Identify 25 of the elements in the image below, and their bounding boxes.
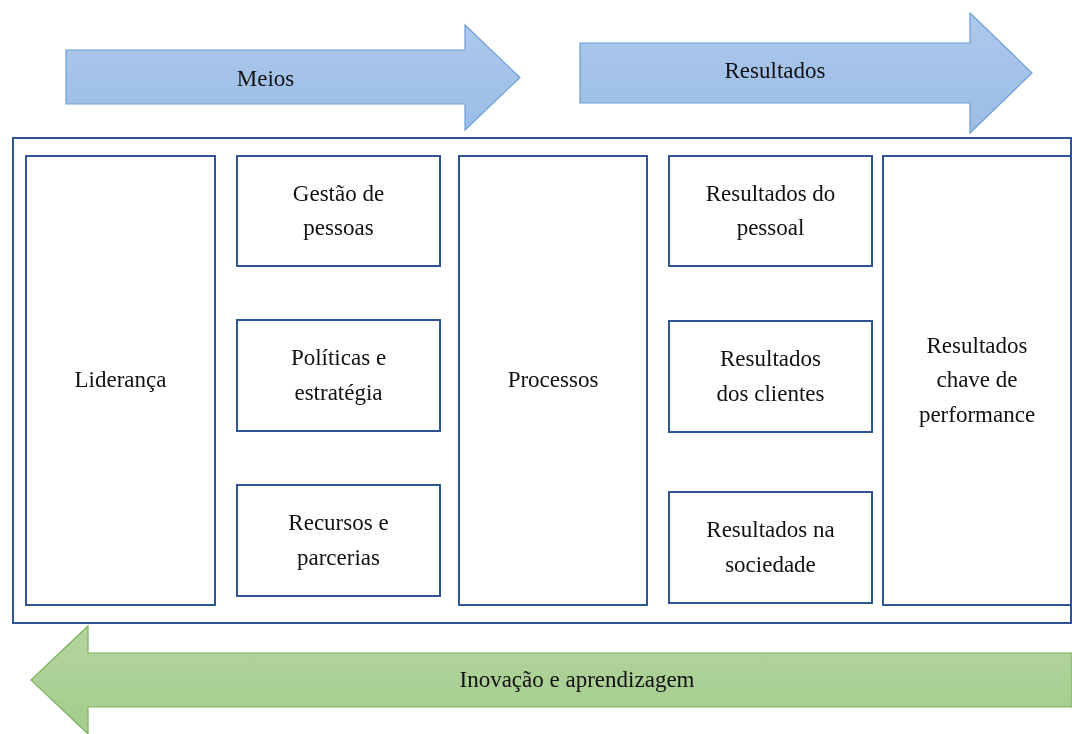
node-label: Resultados dos clientes xyxy=(715,345,826,408)
left-block-arrow xyxy=(31,626,1072,734)
node-label: Resultados xyxy=(723,56,827,85)
text-box xyxy=(236,155,441,267)
text-box xyxy=(668,491,873,604)
right-block-arrow xyxy=(66,25,520,130)
text-box xyxy=(25,155,216,606)
node-label: Gestão de pessoas xyxy=(291,179,386,242)
frame-box xyxy=(12,137,1072,624)
text-box xyxy=(236,484,441,597)
text-box xyxy=(458,155,648,606)
node-label: Resultados do pessoal xyxy=(704,179,837,242)
node-label: Liderança xyxy=(73,366,168,395)
text-box xyxy=(668,320,873,433)
node-label: Meios xyxy=(235,64,296,93)
text-box xyxy=(668,155,873,267)
node-label: Recursos e parcerias xyxy=(287,509,390,572)
node-label: Processos xyxy=(506,366,600,395)
node-label: Resultados na sociedade xyxy=(705,516,836,579)
right-block-arrow xyxy=(580,13,1032,133)
text-box xyxy=(882,155,1072,606)
text-box xyxy=(236,319,441,432)
node-label: Inovação e aprendizagem xyxy=(458,665,696,694)
node-label: Políticas e estratégia xyxy=(289,344,388,407)
node-label: Resultados chave de performance xyxy=(917,331,1037,429)
